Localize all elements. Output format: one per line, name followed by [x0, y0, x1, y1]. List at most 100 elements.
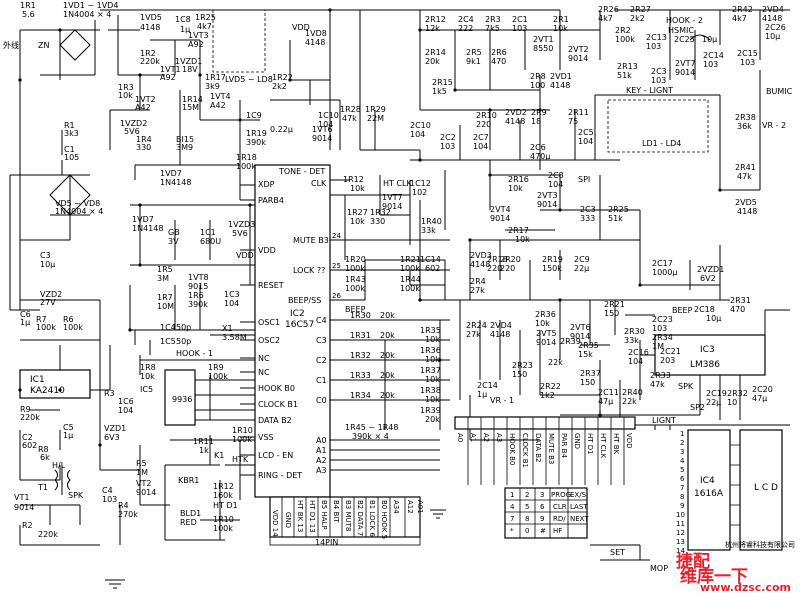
label-2c18: 2C18	[694, 305, 715, 314]
key-4[interactable]: 4	[510, 503, 515, 511]
label-c1-value: 105	[64, 153, 79, 162]
label-2r2-value: 100k	[615, 35, 635, 44]
key-exs[interactable]: EX/S	[570, 491, 587, 499]
label-1c4-value: 50p	[176, 323, 191, 332]
label-1r7: 1R7	[157, 293, 173, 302]
ic2-label: IC2	[290, 309, 305, 319]
label-1r18: 1R18	[236, 153, 257, 162]
label-2c6-value: 470μ	[530, 152, 550, 161]
label-r2-value: 220k	[38, 530, 58, 539]
label-ld1-ld4: LD1 - LD4	[642, 139, 681, 148]
label-2c1-value: 103	[512, 24, 527, 33]
label-2r18-value: 220	[487, 264, 502, 273]
label-2c25-value: 10μ	[702, 35, 717, 44]
key-9[interactable]: 9	[540, 515, 544, 523]
key-5[interactable]: 5	[525, 503, 529, 511]
conn-num-13: 13	[676, 538, 685, 546]
label-2c10: 2C10	[410, 121, 431, 130]
label-ic5: IC5	[140, 385, 153, 394]
label-2r32-value: 10	[727, 398, 737, 407]
label-2vd2-value: 4148	[505, 117, 525, 126]
label-2r40: 2R40	[622, 388, 643, 397]
key-clr[interactable]: CLR	[553, 503, 567, 511]
ic2-bottom-10: A12	[406, 500, 414, 514]
key-hash[interactable]: #	[540, 527, 546, 535]
label-1vzd1: 1VZD1	[175, 57, 202, 66]
label-1vt7-value: 9014	[382, 202, 402, 211]
key-7[interactable]: 7	[510, 515, 514, 523]
label-2r20: 2R20	[500, 255, 521, 264]
key-1[interactable]: 1	[510, 491, 514, 499]
label-c6-value: 1μ	[20, 318, 30, 327]
label-ic1: IC1	[30, 375, 45, 385]
key-last[interactable]: LAST	[570, 503, 588, 511]
label-2r10-value: 220	[476, 120, 491, 129]
connector-label-ht-d1: HT D1	[586, 433, 594, 455]
label-2r34: 2R34	[652, 333, 673, 342]
label-1r12-value: 10k	[350, 184, 365, 193]
label-1vt2-value: A42	[135, 103, 151, 112]
key-next[interactable]: NEXT	[570, 515, 589, 523]
label-set[interactable]: SET	[610, 548, 625, 557]
ic2-pin-data-b2: DATA B2	[258, 416, 292, 425]
label-2c3-right-value: 103	[651, 76, 666, 85]
label-2r24: 2R24	[466, 321, 487, 330]
label-2c16: 2C16	[628, 348, 649, 357]
key-6[interactable]: 6	[540, 503, 545, 511]
key-2[interactable]: 2	[525, 491, 529, 499]
label-1c14-value: 602	[425, 264, 440, 273]
label-2c2: 2C2	[440, 133, 456, 142]
ic2-bottom-7: B1 LOCK 6	[368, 500, 376, 537]
label-2c21: 2C21	[660, 347, 681, 356]
label-2c8: 2C8	[548, 171, 564, 180]
label-1r19: 1R19	[246, 129, 267, 138]
label-2vzd1: 2VZD1	[697, 265, 724, 274]
label-2r42-value: 4k7	[732, 14, 747, 23]
label-1r17-value: 3k9	[205, 82, 220, 91]
label-1r37: 1R37	[420, 366, 441, 375]
ic2-pin-osc1: OSC1	[258, 318, 280, 327]
label-2c26-value: 10μ	[765, 32, 780, 41]
label-2c3-center-value: 333	[580, 214, 595, 223]
label-r6-value: 100k	[63, 323, 83, 332]
label-1r1: 1R1	[20, 1, 36, 10]
conn-num-6: 6	[680, 475, 685, 483]
label-2r37-value: 150	[580, 378, 595, 387]
label-2r4-value: 27k	[470, 286, 485, 295]
key-hf[interactable]: HF	[553, 527, 562, 535]
label-2r9: 2R9	[531, 108, 547, 117]
label-c4: C4	[102, 486, 113, 495]
label-2r12: 2R12	[425, 15, 446, 24]
key-rd[interactable]: RD/	[553, 515, 566, 523]
label-2r16: 2R16	[508, 175, 529, 184]
label-2vd4-top-value: 4148	[762, 14, 782, 23]
label-2vd4-top: 2VD4	[762, 5, 784, 14]
label-2vt2-value: 9014	[568, 54, 588, 63]
label-2vt3-value: 9014	[537, 200, 557, 209]
ic2-pin-nc2: NC	[258, 368, 270, 377]
label-1c10: 1C10	[318, 111, 339, 120]
label-1vt6-value: 9014	[312, 134, 332, 143]
label-1c12: 1C12	[410, 179, 431, 188]
connector-label-vdd: VDD	[625, 433, 633, 449]
key-8[interactable]: 8	[525, 515, 529, 523]
label-1r10b: 1R10	[213, 515, 234, 524]
label-1r36-value: 10k	[425, 355, 440, 364]
led-group-2	[607, 99, 709, 153]
ic2-pin-parb4: PARB4	[258, 196, 284, 205]
conn-num-3: 3	[680, 448, 684, 456]
ic2-pin-a2: A2	[316, 456, 327, 465]
ic2-bottom-0: HT BK 13	[296, 500, 304, 532]
label-r9: R9	[20, 405, 31, 414]
key-prog[interactable]: PROG	[551, 491, 571, 499]
label-2vd4-lower-value: 4148	[490, 330, 510, 339]
key-star[interactable]: *	[510, 527, 514, 535]
label-hsmic: HSMIC	[668, 26, 694, 35]
label-2r19: 2R19	[542, 255, 563, 264]
label-2c5: 2C5	[578, 128, 594, 137]
label-2r41-value: 47k	[737, 172, 752, 181]
key-3[interactable]: 3	[540, 491, 544, 499]
label-1c4: 1C4	[160, 323, 176, 332]
key-0[interactable]: 0	[525, 527, 529, 535]
label-mop[interactable]: MOP	[650, 564, 668, 573]
